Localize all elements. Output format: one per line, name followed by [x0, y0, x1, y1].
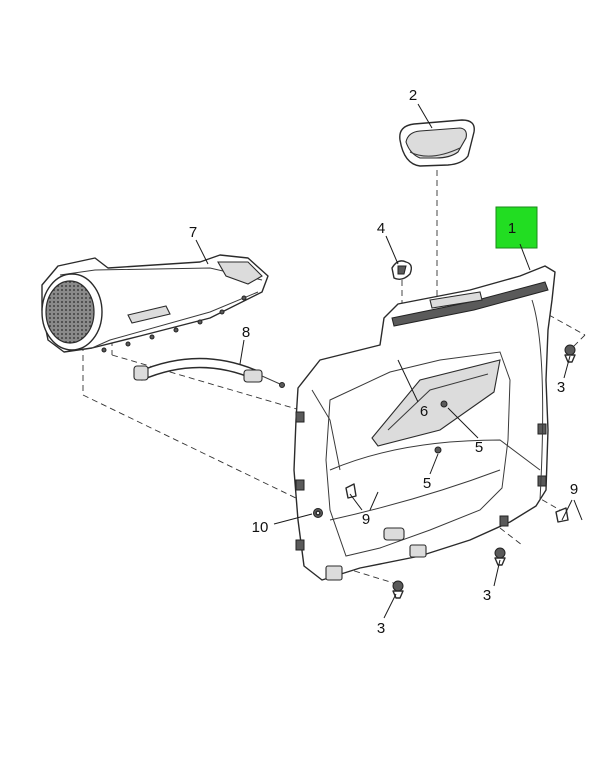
retainer-part-3-bottom-right[interactable] [494, 547, 506, 566]
callout-1: 1 [508, 220, 516, 237]
callout-labels: 1 2 4 7 8 6 5 5 3 3 3 9 9 10 [189, 87, 578, 637]
handle-bezel-part-2[interactable] [399, 119, 475, 167]
pull-handle-part-8[interactable] [133, 357, 285, 388]
callout-5b: 5 [423, 475, 431, 492]
retainer-part-3-bottom[interactable] [392, 580, 404, 599]
callout-3a: 3 [557, 379, 565, 396]
callout-9a: 9 [362, 511, 370, 528]
callout-10: 10 [252, 519, 269, 536]
upper-trim-speaker-part-7[interactable] [41, 254, 269, 353]
callout-2: 2 [409, 87, 417, 104]
door-trim-panel-part-1[interactable] [293, 265, 556, 581]
callout-5a: 5 [475, 439, 483, 456]
push-pin-part-9[interactable] [345, 483, 569, 523]
callout-3b: 3 [483, 587, 491, 604]
screw-part-5[interactable] [434, 400, 448, 454]
retainer-part-3-right[interactable] [564, 344, 576, 363]
callout-8: 8 [242, 324, 250, 341]
callout-6: 6 [420, 403, 428, 420]
callout-3c: 3 [377, 620, 385, 637]
leader-lines [195, 103, 583, 619]
callout-9b: 9 [570, 481, 578, 498]
highlight-box-part-1 [495, 206, 538, 249]
clip-part-4[interactable] [391, 260, 413, 281]
callout-7: 7 [189, 224, 197, 241]
nut-part-10[interactable] [313, 508, 323, 518]
callout-4: 4 [377, 220, 385, 237]
